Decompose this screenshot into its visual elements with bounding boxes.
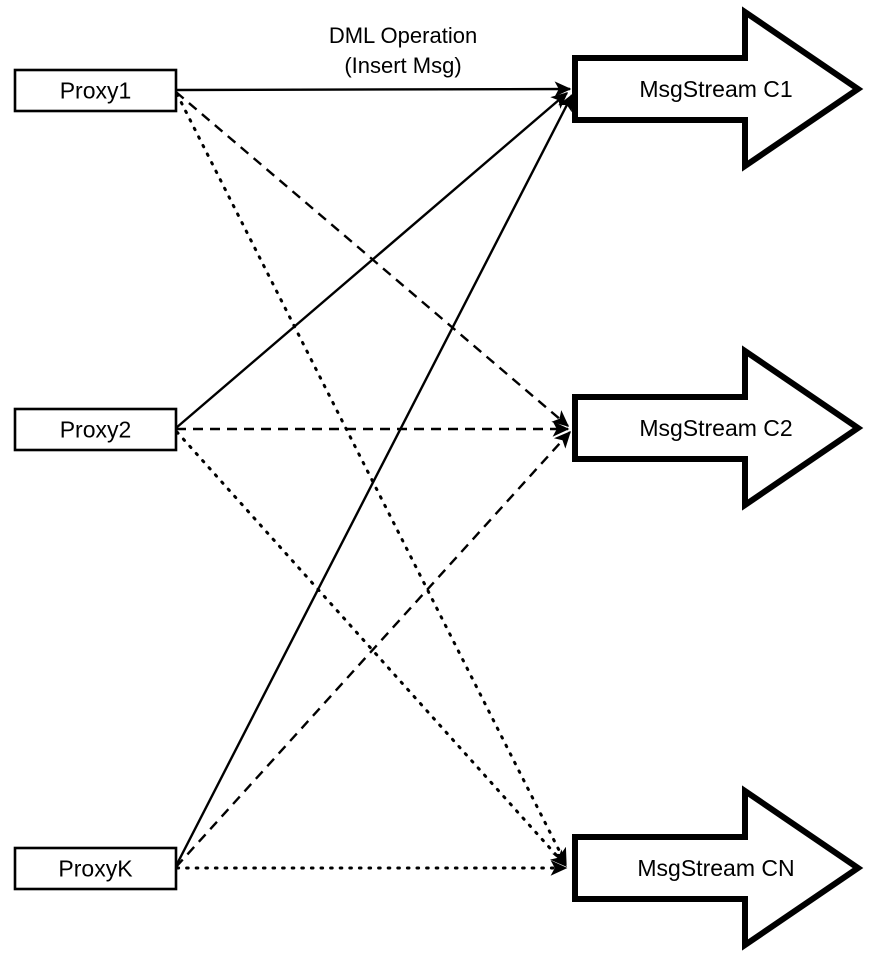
msgstream-node-stream_c2[interactable]: MsgStream C2: [572, 345, 864, 511]
link-line-dotted: [175, 430, 568, 868]
proxy-label: Proxy1: [60, 78, 132, 104]
link-line-solid: [175, 81, 572, 97]
proxy-node-proxyk[interactable]: ProxyK: [13, 846, 178, 891]
msgstream-label: MsgStream C2: [639, 415, 792, 441]
proxy-box: [13, 407, 178, 452]
proxy-box: [13, 846, 178, 891]
proxy-node-proxy2[interactable]: Proxy2: [13, 407, 178, 452]
proxy-label: ProxyK: [58, 856, 133, 882]
msgstream-label: MsgStream CN: [637, 855, 794, 881]
link-line-dotted: [175, 92, 568, 866]
msgstream-arrow-shape: [572, 345, 864, 511]
link-p2-c1: [175, 92, 569, 429]
link-layer: [174, 81, 574, 876]
msgstream-arrow-shape: [572, 785, 864, 951]
proxy-label: Proxy2: [60, 417, 132, 443]
edge-caption-line-2: (Insert Msg): [344, 53, 461, 78]
link-line-dashed: [175, 430, 571, 868]
link-p1-c1: [175, 81, 572, 97]
link-pk-c2: [175, 430, 571, 868]
edge-caption: DML Operation (Insert Msg): [329, 23, 477, 78]
link-p1-cn: [175, 92, 568, 866]
link-line-solid: [174, 93, 574, 867]
msgstream-node-stream_c1[interactable]: MsgStream C1: [572, 6, 864, 172]
msgstream-label: MsgStream C1: [639, 76, 792, 102]
proxy-box: [13, 68, 178, 113]
edge-caption-line-1: DML Operation: [329, 23, 477, 48]
link-line-solid: [175, 92, 569, 429]
link-pk-c1: [174, 93, 574, 867]
proxy-node-proxy1[interactable]: Proxy1: [13, 68, 178, 113]
msgstream-arrow-shape: [572, 6, 864, 172]
msgstream-node-stream_cn[interactable]: MsgStream CN: [572, 785, 864, 951]
link-p2-cn: [175, 430, 568, 868]
msgstream-node-layer: MsgStream C1 MsgStream C2 MsgStream CN: [572, 6, 864, 951]
